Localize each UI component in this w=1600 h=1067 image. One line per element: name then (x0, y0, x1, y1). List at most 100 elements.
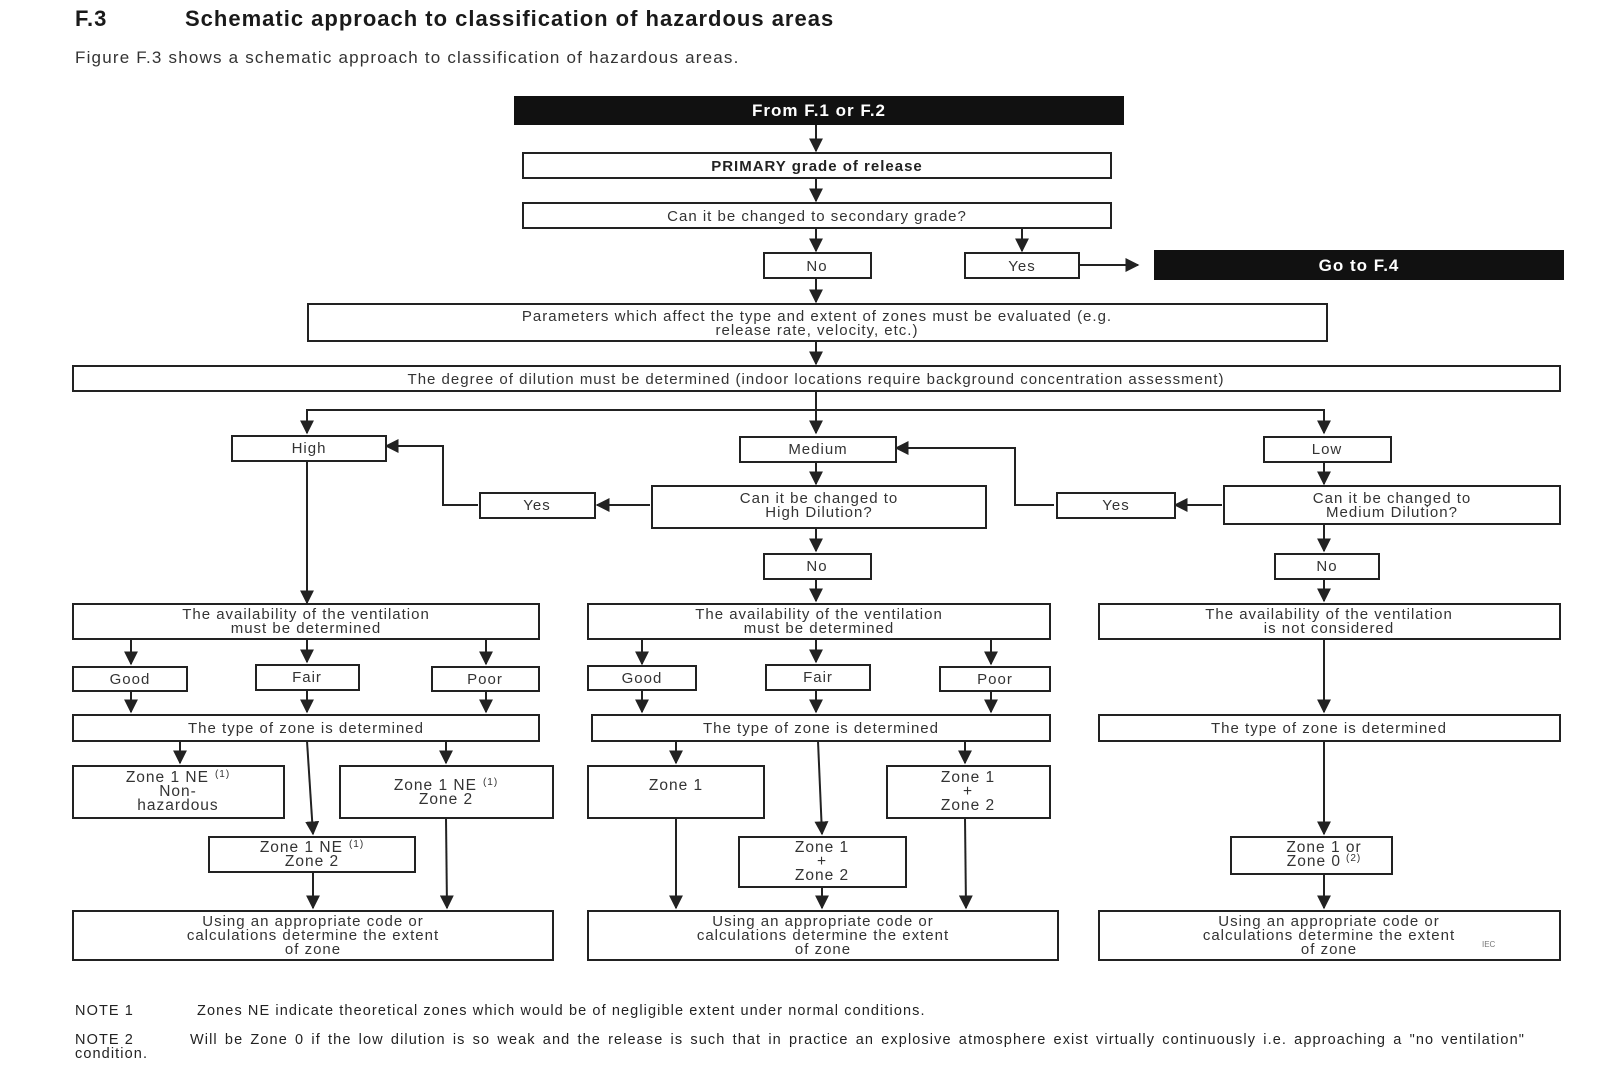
zone1ne-nonhazardous-box: Zone 1 NE(1) Non- hazardous (72, 765, 285, 819)
high-label: High (292, 440, 327, 457)
change-medium-line-2: Medium Dilution? (1326, 504, 1458, 521)
zone1ne-nonhazardous-line-2: Non- (159, 783, 197, 800)
availability-line-2: must be determined (744, 620, 895, 637)
poor-label: Poor (977, 671, 1013, 688)
zone-type-box-mid: The type of zone is determined (591, 714, 1051, 742)
section-number: F.3 (75, 6, 108, 31)
medium-label: Medium (788, 441, 847, 458)
availability-box-right: The availability of the ventilation is n… (1098, 603, 1561, 640)
zone-type-label: The type of zone is determined (703, 720, 939, 737)
medium-box: Medium (739, 436, 897, 463)
availability-line-1: The availability of the ventilation (695, 606, 943, 623)
good-box-mid: Good (587, 665, 697, 691)
zone-type-label: The type of zone is determined (188, 720, 424, 737)
fair-box-left: Fair (255, 664, 360, 691)
change-high-line-2: High Dilution? (765, 504, 872, 521)
zone1-label: Zone 1 (649, 777, 703, 794)
availability-box-left: The availability of the ventilation must… (72, 603, 540, 640)
zone1-plus-zone2-line-3: Zone 2 (795, 867, 849, 884)
arrow-dilution-to-low (816, 409, 1331, 435)
zone-type-box-right: The type of zone is determined (1098, 714, 1561, 742)
intro-text: Figure F.3 shows a schematic approach to… (75, 48, 740, 67)
arrow-yes-to-high (384, 439, 478, 506)
extent-line-1: Using an appropriate code or (712, 913, 933, 930)
extent-line-3: of zone (795, 941, 851, 958)
zone1ne-zone2-box-mid: Zone 1 NE(1) Zone 2 (208, 836, 416, 873)
yes-label: Yes (523, 497, 550, 514)
arrow-zone-to-extent-left-b (439, 817, 454, 910)
zone1-or-zone0-line-1: Zone 1 or (1286, 839, 1361, 856)
section-title: Schematic approach to classification of … (185, 6, 835, 31)
extent-line-1: Using an appropriate code or (202, 913, 423, 930)
zone1-plus-zone2-line-2: + (817, 853, 827, 870)
no-box-top: No (763, 252, 872, 279)
extent-line-2: calculations determine the extent (187, 927, 439, 944)
note-label: NOTE 2 (75, 1032, 134, 1048)
parameters-line-1: Parameters which affect the type and ext… (522, 308, 1112, 325)
source-mark: IEC (1482, 940, 1496, 949)
zone1-or-zone0-box: Zone 1 or Zone 0(2) (1230, 836, 1393, 875)
no-box-mid: No (763, 553, 872, 580)
availability-line-2: must be determined (231, 620, 382, 637)
yes-box-top: Yes (964, 252, 1080, 279)
fair-box-mid: Fair (765, 664, 871, 691)
note-1: NOTE 1 Zones NE indicate theoretical zone… (75, 1003, 1525, 1019)
zone1-plus-zone2-line-3: Zone 2 (941, 797, 995, 814)
arrow-type-to-zone1-plus-zone2-mid (814, 740, 829, 836)
yes-label: Yes (1008, 258, 1035, 275)
note-label: NOTE 1 (75, 1003, 134, 1019)
fair-label: Fair (292, 669, 322, 686)
zone1ne-zone2-line-2: Zone 2 (285, 853, 339, 870)
dilution-box: The degree of dilution must be determine… (72, 365, 1561, 392)
zone1-box: Zone 1 (587, 765, 765, 819)
arrow-yes-to-medium (894, 441, 1054, 506)
parameters-line-2: release rate, velocity, etc.) (716, 322, 919, 339)
good-label: Good (110, 671, 151, 688)
zone1-plus-zone2-line-1: Zone 1 (795, 839, 849, 856)
zone1ne-zone2-box-right: Zone 1 NE(1) Zone 2 (339, 765, 554, 819)
good-label: Good (622, 670, 663, 687)
note-text: Zones NE indicate theoretical zones whic… (197, 1003, 926, 1019)
zone1-plus-zone2-line-2: + (963, 783, 973, 800)
yes-label: Yes (1102, 497, 1129, 514)
no-label: No (1316, 558, 1337, 575)
availability-line-1: The availability of the ventilation (1205, 606, 1453, 623)
no-label: No (806, 258, 827, 275)
section-heading: F.3 Schematic approach to classification … (75, 6, 834, 32)
change-secondary-box: Can it be changed to secondary grade? (522, 202, 1112, 229)
zone1ne-zone2-line-1: Zone 1 NE(1) (394, 777, 498, 794)
extent-box-left: Using an appropriate code or calculation… (72, 910, 554, 961)
zone1ne-zone2-line-2: Zone 2 (419, 791, 473, 808)
arrow-zone-to-extent-mid-c (958, 817, 973, 910)
change-medium-line-1: Can it be changed to (1313, 490, 1471, 507)
extent-line-2: calculations determine the extent (1203, 927, 1455, 944)
no-label: No (806, 558, 827, 575)
zone1-plus-zone2-box-mid: Zone 1 + Zone 2 (738, 836, 907, 888)
availability-box-mid: The availability of the ventilation must… (587, 603, 1051, 640)
primary-grade-label: PRIMARY grade of release (711, 158, 923, 175)
availability-line-1: The availability of the ventilation (182, 606, 430, 623)
from-box: From F.1 or F.2 (514, 96, 1124, 125)
change-high-box: Can it be changed to High Dilution? (651, 485, 987, 529)
yes-box-left: Yes (479, 492, 596, 519)
poor-label: Poor (467, 671, 503, 688)
arrow-type-to-zone1ne-zone2-mid (305, 740, 320, 836)
yes-box-right: Yes (1056, 492, 1176, 519)
low-box: Low (1263, 436, 1392, 463)
zone1-plus-zone2-line-1: Zone 1 (941, 769, 995, 786)
goto-box: Go to F.4 (1154, 250, 1564, 280)
extent-line-3: of zone (285, 941, 341, 958)
extent-box-mid: Using an appropriate code or calculation… (587, 910, 1059, 961)
extent-line-3: of zone (1301, 941, 1357, 958)
low-label: Low (1312, 441, 1343, 458)
zone1-plus-zone2-box-right: Zone 1 + Zone 2 (886, 765, 1051, 819)
from-label: From F.1 or F.2 (752, 101, 886, 120)
dilution-label: The degree of dilution must be determine… (408, 371, 1225, 388)
change-high-line-1: Can it be changed to (740, 490, 898, 507)
zone1-or-zone0-line-2: Zone 0(2) (1287, 853, 1362, 870)
goto-label: Go to F.4 (1319, 256, 1400, 275)
poor-box-left: Poor (431, 666, 540, 692)
zone-type-box-left: The type of zone is determined (72, 714, 540, 742)
